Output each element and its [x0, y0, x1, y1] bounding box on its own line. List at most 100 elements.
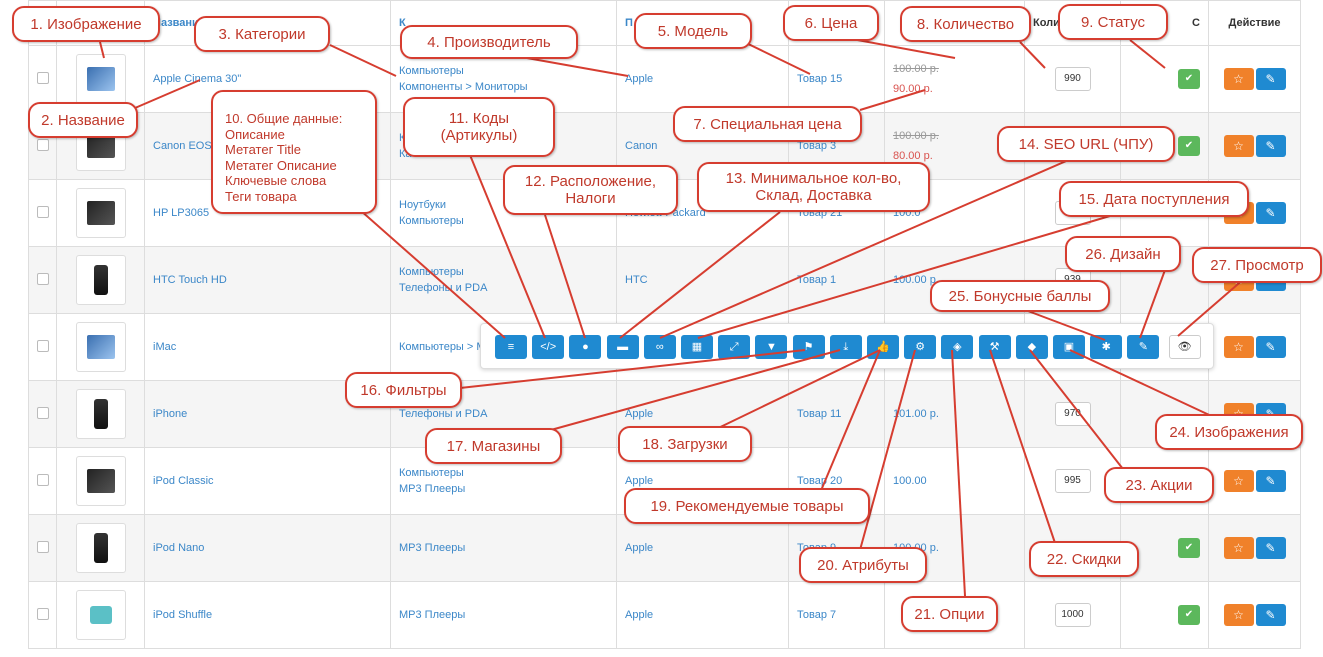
product-name[interactable]: HP LP3065: [153, 207, 210, 219]
status-toggle-button[interactable]: ✔: [1178, 605, 1200, 625]
price-cell[interactable]: 100.00: [884, 447, 1025, 515]
quantity-cell[interactable]: 970: [1024, 380, 1121, 448]
price-value[interactable]: 100.00 р.: [893, 63, 939, 75]
product-name[interactable]: iPod Shuffle: [153, 609, 213, 621]
quantity-input[interactable]: 970: [1054, 402, 1091, 426]
category-link[interactable]: Ноутбуки: [399, 199, 446, 211]
model-cell[interactable]: Товар 7: [788, 581, 885, 649]
category-link[interactable]: Телефоны и PDA: [399, 282, 488, 294]
category-link[interactable]: Компьютеры: [399, 65, 464, 77]
filter-tab-button[interactable]: ▼: [755, 335, 788, 359]
category-link[interactable]: MP3 Плееры: [399, 542, 466, 554]
price-value[interactable]: 100.00 р.: [893, 130, 939, 142]
status-cell[interactable]: ✔: [1120, 45, 1209, 113]
model-cell[interactable]: Товар 15: [788, 45, 885, 113]
product-name[interactable]: Canon EOS 5: [153, 140, 221, 152]
edit-button[interactable]: ✎: [1255, 135, 1286, 157]
calendar-tab-button[interactable]: ▦: [681, 335, 713, 359]
manufacturer-link[interactable]: Apple: [625, 408, 654, 420]
row-checkbox[interactable]: [37, 473, 49, 486]
row-checkbox[interactable]: [37, 406, 49, 419]
edit-button[interactable]: ✎: [1255, 68, 1286, 90]
edit-button[interactable]: ✎: [1255, 202, 1286, 224]
row-select[interactable]: [28, 581, 57, 649]
favorite-button[interactable]: ☆: [1223, 470, 1254, 492]
row-select[interactable]: [28, 313, 57, 381]
favorite-button[interactable]: ☆: [1223, 604, 1254, 626]
quantity-input[interactable]: 1000: [1054, 603, 1091, 627]
product-name[interactable]: iMac: [153, 341, 177, 353]
status-toggle-button[interactable]: ✔: [1178, 69, 1200, 89]
asterisk-tab-button[interactable]: ✱: [1090, 335, 1123, 359]
cogs-tab-button[interactable]: ⚙: [904, 335, 937, 359]
category-link[interactable]: Телефоны и PDA: [399, 408, 488, 420]
cubes-tab-button[interactable]: ◈: [941, 335, 974, 359]
brush-tab-button[interactable]: ✎: [1127, 335, 1160, 359]
product-name[interactable]: iPod Classic: [153, 475, 214, 487]
eye-tab-button[interactable]: 👁: [1168, 335, 1201, 359]
code-tab-button[interactable]: </>: [532, 335, 565, 359]
product-name[interactable]: iPod Nano: [153, 542, 205, 554]
row-checkbox[interactable]: [37, 540, 49, 553]
price-value[interactable]: 101.00 р.: [893, 408, 939, 420]
manufacturer-link[interactable]: Canon: [625, 140, 658, 152]
category-link[interactable]: К: [399, 130, 608, 146]
favorite-button[interactable]: ☆: [1223, 68, 1254, 90]
row-checkbox[interactable]: [37, 205, 49, 218]
category-link[interactable]: Компьютеры: [399, 215, 464, 227]
model-link[interactable]: Товар 11: [797, 408, 842, 420]
category-link[interactable]: MP3 Плееры: [399, 483, 466, 495]
category-link[interactable]: Компьютеры: [399, 467, 464, 479]
category-link[interactable]: Компьютеры: [399, 266, 464, 278]
model-link[interactable]: Товар 15: [797, 73, 843, 85]
model-link[interactable]: Товар 3: [797, 140, 837, 152]
special-price-value[interactable]: 90.00 р.: [893, 83, 933, 95]
gavel-tab-button[interactable]: ⚒: [978, 335, 1011, 359]
link-tab-button[interactable]: ∞: [643, 335, 676, 359]
menu-tab-button[interactable]: ≡: [495, 335, 527, 359]
category-link[interactable]: MP3 Плееры: [399, 609, 466, 621]
quantity-cell[interactable]: 1000: [1024, 581, 1121, 649]
quantity-input[interactable]: 995: [1054, 469, 1091, 493]
category-cell[interactable]: MP3 Плееры: [390, 581, 617, 649]
product-name[interactable]: iPhone: [153, 408, 188, 420]
status-toggle-button[interactable]: ✔: [1178, 136, 1200, 156]
price-value[interactable]: 100.00: [893, 475, 927, 487]
favorite-button[interactable]: ☆: [1223, 537, 1254, 559]
model-link[interactable]: Товар 1: [797, 274, 837, 286]
edit-button[interactable]: ✎: [1255, 470, 1286, 492]
model-cell[interactable]: Товар 1: [788, 246, 885, 314]
status-toggle-button[interactable]: ✔: [1178, 538, 1200, 558]
name-cell[interactable]: iPod Shuffle: [144, 581, 391, 649]
category-cell[interactable]: MP3 Плееры: [390, 514, 617, 582]
manufacturer-link[interactable]: HTC: [625, 274, 648, 286]
row-checkbox[interactable]: [37, 138, 49, 151]
manufacturer-cell[interactable]: Apple: [616, 581, 789, 649]
row-checkbox[interactable]: [37, 71, 49, 84]
edit-button[interactable]: ✎: [1255, 537, 1286, 559]
expand-tab-button[interactable]: ⤢: [718, 335, 751, 359]
name-cell[interactable]: iPod Classic: [144, 447, 391, 515]
row-select[interactable]: [28, 514, 57, 582]
tag-tab-button[interactable]: ◆: [1015, 335, 1048, 359]
manufacturer-link[interactable]: Apple: [625, 73, 654, 85]
row-select[interactable]: [28, 179, 57, 247]
model-link[interactable]: Товар 20: [797, 475, 843, 487]
model-link[interactable]: Товар 7: [797, 609, 837, 621]
row-select[interactable]: [28, 246, 57, 314]
manufacturer-cell[interactable]: Apple: [616, 45, 789, 113]
manufacturer-link[interactable]: Apple: [625, 542, 654, 554]
row-select[interactable]: [28, 380, 57, 448]
model-cell[interactable]: Товар 11: [788, 380, 885, 448]
row-select[interactable]: [28, 447, 57, 515]
favorite-button[interactable]: ☆: [1223, 135, 1254, 157]
row-checkbox[interactable]: [37, 339, 49, 352]
name-cell[interactable]: iMac: [144, 313, 391, 381]
row-checkbox[interactable]: [37, 272, 49, 285]
product-name[interactable]: Apple Cinema 30": [153, 73, 242, 85]
quantity-input[interactable]: 990: [1054, 67, 1091, 91]
globe-tab-button[interactable]: ●: [569, 335, 602, 359]
manufacturer-cell[interactable]: Apple: [616, 514, 789, 582]
name-cell[interactable]: HTC Touch HD: [144, 246, 391, 314]
price-cell[interactable]: 100.00 р. 90.00 р.: [884, 45, 1025, 113]
